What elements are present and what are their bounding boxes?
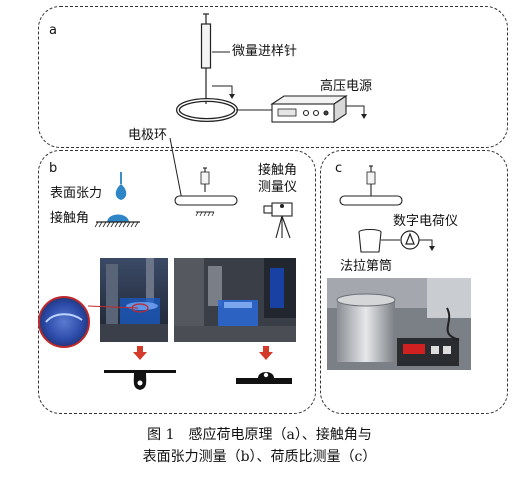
ground-arrow-icon [229,94,235,99]
ring-needle-icon [339,165,403,206]
micro-syringe-icon [200,13,212,104]
charge-mass-photo-drawing [327,278,471,370]
magnified-ring-highlight [45,313,83,323]
charge-meter-icon [400,230,420,250]
surface-tension-photo [100,258,168,342]
electrode-ring-label: 电极环 [128,128,168,143]
ring-cross-section-icon [174,167,238,217]
supply-ground-wire [346,105,365,114]
down-arrow-icon-2 [259,346,273,360]
caption-line-1: 图 1 感应荷电原理（a）、接触角与 [147,427,372,443]
panel-a-label: a [49,23,57,38]
syringe-ground-wire [212,85,233,94]
surface-tension-label: 表面张力 [50,186,103,201]
micro-syringe-label: 微量进样针 [232,44,298,59]
inset-leader-line [87,305,139,309]
charge-mass-photo [327,278,471,370]
high-voltage-supply-label: 高压电源 [320,79,373,94]
magnified-drop-icon [38,296,90,348]
panel-a: a [38,6,508,148]
panel-b-label: b [49,161,58,176]
down-arrow-icon-1 [133,346,147,360]
contact-angle-photo [174,258,296,342]
faraday-cup-label: 法拉第筒 [340,259,393,274]
high-voltage-supply-icon [270,94,348,124]
electrode-ring-leader [169,137,183,201]
supply-ground-arrow-icon [361,114,367,119]
contact-angle-photo-drawing [174,258,296,342]
panel-c: c [320,150,508,414]
ring-pull-shape-icon [104,370,176,390]
inset-source-marker [131,303,149,313]
panel-c-label: c [335,161,343,176]
panel-b: b [38,150,316,414]
meter-ground-arrow-icon [429,246,435,251]
figure-caption: 图 1 感应荷电原理（a）、接触角与 表面张力测量（b）、荷质比测量（c） [0,424,519,468]
contact-angle-meter-label-line1: 接触角 [258,163,298,178]
contact-angle-meter-label-line2: 测量仪 [258,180,298,195]
camera-icon [263,202,293,239]
digital-charge-meter-label: 数字电荷仪 [393,214,459,229]
sessile-drop-icon [94,214,140,228]
contact-angle-label: 接触角 [50,211,90,226]
sessile-drop-shape-icon [236,372,292,384]
caption-line-2: 表面张力测量（b）、荷质比测量（c） [142,449,377,465]
meter-ground-wire [419,239,433,246]
pendant-drop-icon [115,172,127,200]
surface-tension-photo-drawing [100,258,168,342]
faraday-cup-icon [358,228,382,253]
